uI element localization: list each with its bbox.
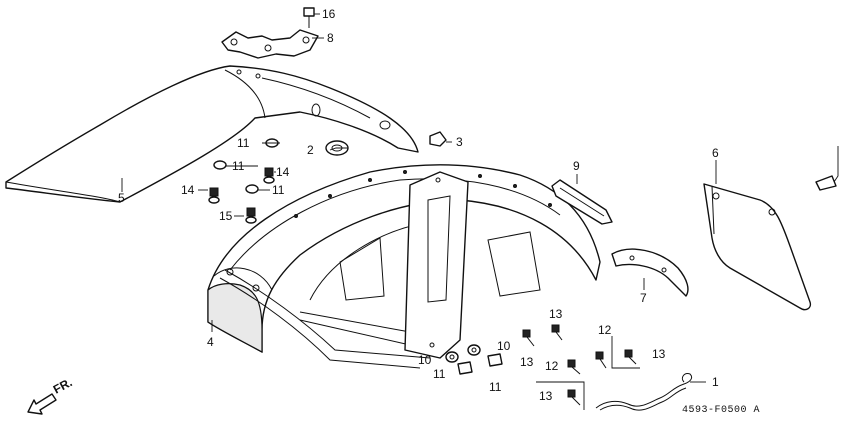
screw-14-bottom (245, 207, 257, 224)
callout-11-bottom-left: 11 (433, 367, 446, 381)
callout-14-bottom: 15 (219, 209, 233, 223)
leader-lines (121, 13, 839, 383)
callout-9: 9 (573, 159, 580, 173)
bolt-15 (303, 7, 315, 28)
front-fender (5, 65, 419, 203)
cap-3 (429, 131, 447, 147)
nut-11-mid (213, 160, 227, 170)
callout-10-left: 10 (418, 353, 432, 367)
callout-4: 4 (207, 335, 214, 349)
washer-10-left (445, 351, 459, 363)
screw-12-b (595, 351, 607, 369)
figure-code: 4593-F0500 A (682, 405, 760, 416)
trim-9 (551, 179, 613, 225)
callout-15: 16 (322, 7, 336, 21)
callout-13-a: 13 (520, 355, 534, 369)
arrow-icon (27, 393, 57, 415)
callout-11-right: 11 (272, 183, 285, 197)
fender-stay-bracket (221, 29, 319, 59)
screw-12-a (567, 359, 581, 375)
callout-8: 8 (327, 31, 334, 45)
trim-7 (611, 248, 689, 297)
rear-fender (207, 164, 601, 369)
nut-11-bottom-left (457, 361, 473, 375)
callout-10-right: 10 (497, 339, 511, 353)
nut-11-right (245, 184, 259, 194)
screw-13-a (522, 329, 535, 347)
screw-14-left (208, 187, 220, 204)
callout-12-b: 12 (598, 323, 612, 337)
screw-13-c (624, 349, 637, 365)
callout-11-mid: 11 (232, 159, 245, 173)
callout-12-a: 12 (545, 359, 559, 373)
wire-harness-1 (595, 373, 693, 411)
callout-11-bottom-right: 11 (489, 380, 502, 394)
callout-2: 2 (307, 143, 314, 157)
screw-13-d (567, 389, 581, 406)
callout-7: 7 (640, 291, 647, 305)
callout-13-b: 13 (549, 307, 563, 321)
callout-3: 3 (456, 135, 463, 149)
screw-13-b (551, 324, 563, 341)
callouts: 16 8 2 3 11 11 14 11 14 15 5 4 9 6 7 10 … (118, 7, 719, 403)
front-direction-indicator: FR. (27, 375, 75, 415)
callout-6: 6 (712, 146, 719, 160)
callout-13-d: 13 (539, 389, 553, 403)
nut-11-bottom-right (487, 353, 503, 367)
callout-5: 5 (118, 191, 125, 205)
callout-11-top: 11 (237, 136, 250, 150)
front-label: FR. (51, 375, 75, 396)
screw-14-mid (263, 167, 275, 184)
callout-1: 1 (712, 375, 719, 389)
callout-14-left: 14 (181, 183, 195, 197)
mud-flap-6 (703, 183, 812, 311)
callout-14-mid: 14 (276, 165, 290, 179)
bolt-16 (815, 175, 837, 191)
callout-13-c: 13 (652, 347, 666, 361)
washer-10-right (467, 344, 481, 356)
